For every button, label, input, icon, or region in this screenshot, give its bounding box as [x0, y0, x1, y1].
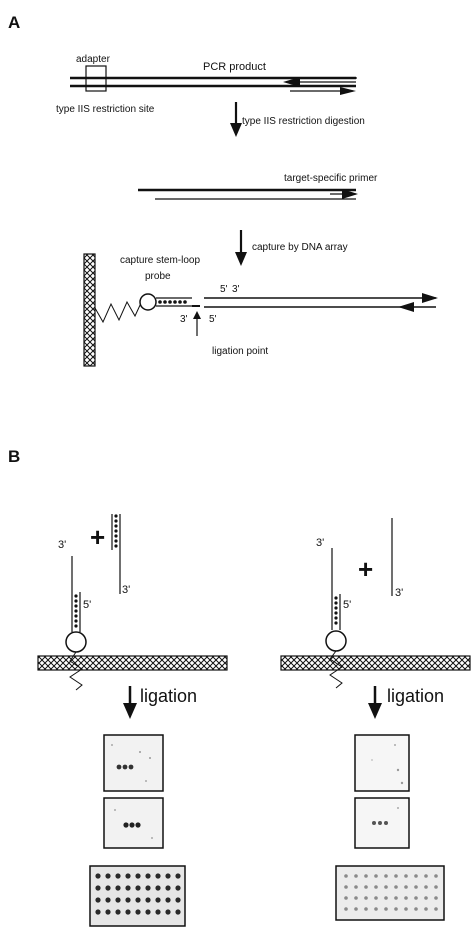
right-plus-sign: +: [358, 554, 373, 584]
right-array-support: [280, 655, 471, 671]
left-array-image-3: [89, 865, 186, 927]
left-end-3-probe: 3': [58, 539, 66, 551]
adapter-label: adapter: [76, 54, 111, 65]
right-array-image-3: [335, 865, 445, 921]
probe-stem-dots-a: [158, 300, 187, 304]
right-probe-strand: [331, 548, 341, 630]
stem-loop-a: [139, 293, 157, 311]
left-array-support: [37, 655, 228, 671]
adapter-box: [85, 65, 107, 92]
capture-arrow: [235, 230, 247, 266]
probe-label-line2: probe: [145, 271, 171, 282]
left-ligation-arrow: [123, 686, 137, 719]
digested-product-strands: [138, 188, 358, 200]
right-array-image-1: [354, 734, 410, 792]
pcr-product-strands: [70, 76, 357, 95]
right-stem-loop: [325, 630, 347, 652]
left-stem-loop: [65, 631, 87, 653]
digestion-step-label: type IIS restriction digestion: [242, 116, 365, 127]
target-primer-label: target-specific primer: [284, 173, 378, 184]
left-end-5-probe: 5': [83, 599, 91, 611]
left-array-image-1: [103, 734, 164, 792]
left-end-3-target: 3': [122, 584, 130, 596]
right-array-image-2: [354, 797, 410, 849]
array-support-a: [83, 253, 96, 367]
panel-a-letter: A: [8, 13, 20, 32]
probe-stem-a: [156, 297, 192, 307]
captured-target-strands: [204, 293, 438, 312]
end-5-top: 5': [220, 284, 228, 295]
end-5-bottom: 5': [209, 314, 217, 325]
right-ligation-arrow: [368, 686, 382, 719]
end-3-top: 3': [232, 284, 240, 295]
left-target-dots: [114, 514, 118, 548]
type-iis-site-label: type IIS restriction site: [56, 104, 155, 115]
ligation-point-arrow: [193, 311, 201, 336]
pcr-product-label: PCR product: [203, 61, 266, 73]
right-end-3-probe: 3': [316, 537, 324, 549]
right-probe-dots: [334, 596, 338, 625]
left-array-image-2: [103, 797, 164, 849]
right-ligation-label: ligation: [387, 686, 444, 706]
left-plus-sign: +: [90, 522, 105, 552]
left-ligation-label: ligation: [140, 686, 197, 706]
left-probe-strand: [71, 556, 81, 632]
panel-b-letter: B: [8, 447, 20, 466]
end-3-left: 3': [180, 314, 188, 325]
capture-step-label: capture by DNA array: [252, 242, 348, 253]
digestion-arrow: [230, 102, 242, 137]
right-end-5-probe: 5': [343, 599, 351, 611]
right-end-3-target: 3': [395, 587, 403, 599]
ligation-point-label: ligation point: [212, 346, 268, 357]
linker-zigzag-a: [94, 300, 142, 324]
left-probe-dots: [74, 594, 78, 628]
left-target-strand: [111, 514, 121, 594]
probe-label-line1: capture stem-loop: [120, 255, 200, 266]
